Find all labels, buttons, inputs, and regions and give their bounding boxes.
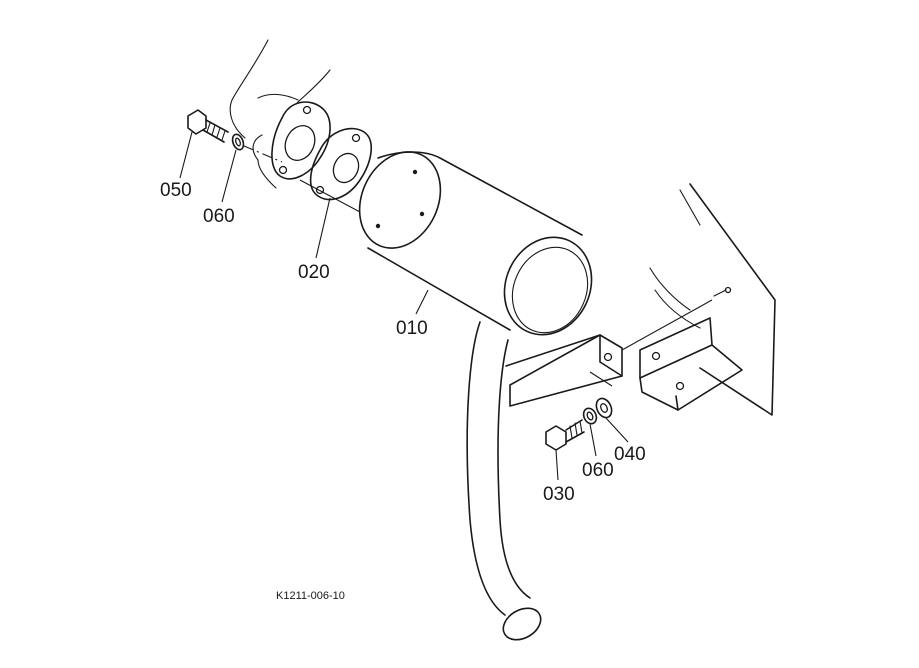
flange-bolt	[187, 109, 229, 143]
label-flange-lock-washer: 060	[203, 206, 235, 227]
tail-pipe	[466, 321, 542, 641]
washer	[595, 397, 613, 419]
label-bracket-lock-washer: 060	[582, 460, 614, 481]
assembly-line	[243, 145, 361, 213]
label-flange-bolt: 050	[160, 180, 192, 201]
label-bracket-bolt: 030	[543, 484, 575, 505]
frame-mount-bracket	[621, 286, 743, 411]
label-washer: 040	[614, 444, 646, 465]
manifold-flange	[271, 101, 331, 180]
diagram-code: K1211-006-10	[276, 590, 345, 602]
bracket-lock-washer	[582, 407, 598, 425]
gasket	[309, 127, 372, 201]
muffler	[358, 151, 593, 336]
exhaust-manifold	[229, 39, 331, 189]
muffler-bracket	[505, 334, 623, 407]
frame-plate	[649, 183, 776, 416]
bracket-bolt	[545, 419, 585, 451]
label-gasket: 020	[298, 262, 330, 283]
leader-lines	[179, 131, 629, 481]
label-muffler: 010	[396, 318, 428, 339]
flange-lock-washer	[231, 133, 245, 151]
